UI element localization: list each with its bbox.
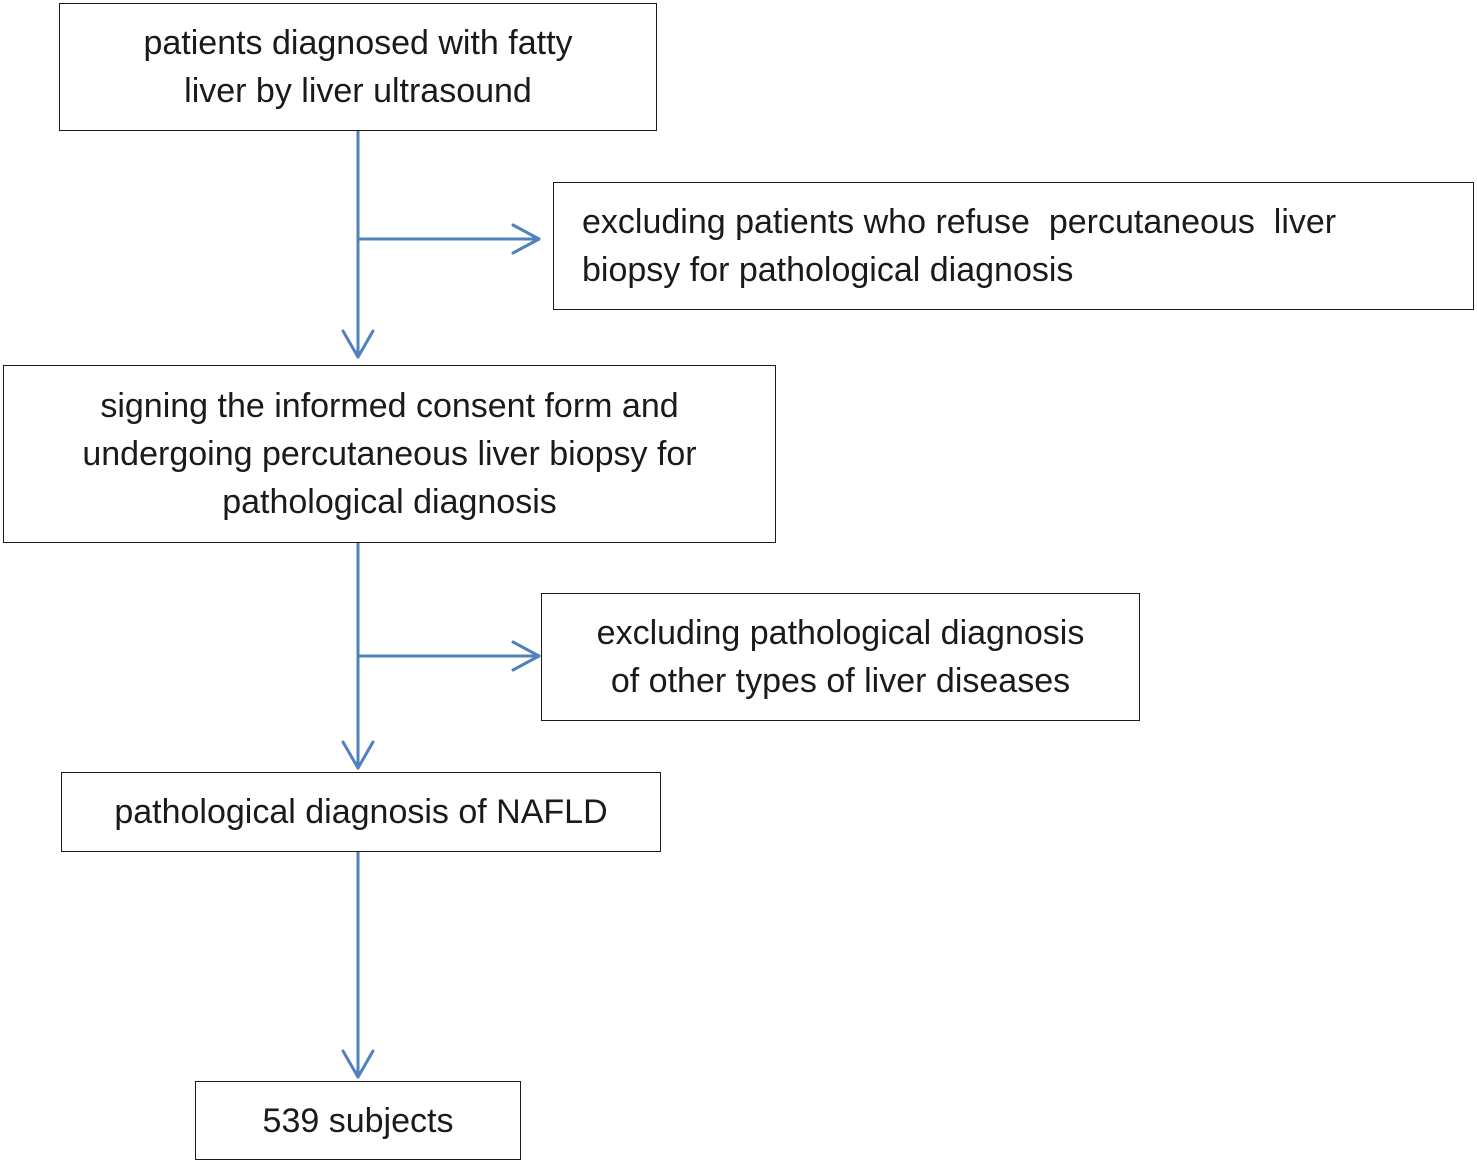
arrow-consent-to-nafld-head bbox=[341, 740, 375, 770]
node-ultrasound-diagnosis: patients diagnosed with fatty liver by l… bbox=[59, 3, 657, 131]
arrow-nafld-to-subjects-head bbox=[341, 1049, 375, 1079]
node-exclude-other-liver-diseases-line-1: excluding pathological diagnosis bbox=[596, 614, 1085, 652]
arrow-ultrasound-to-consent bbox=[341, 129, 375, 359]
node-consent-and-biopsy: signing the informed consent form and un… bbox=[3, 365, 776, 543]
node-subjects-count: 539 subjects bbox=[195, 1081, 521, 1160]
arrow-to-other-liver-diseases-head bbox=[511, 640, 541, 672]
node-ultrasound-diagnosis-line-1: patients diagnosed with fatty bbox=[143, 24, 573, 62]
node-nafld-diagnosis-line-1: pathological diagnosis of NAFLD bbox=[114, 793, 608, 831]
node-consent-and-biopsy-line-3: pathological diagnosis bbox=[222, 483, 557, 521]
node-subjects-count-line-1: 539 subjects bbox=[262, 1101, 454, 1140]
node-exclude-refuse-biopsy-line-2: biopsy for pathological diagnosis bbox=[582, 251, 1074, 289]
arrow-ultrasound-to-consent-head bbox=[341, 329, 375, 359]
node-exclude-other-liver-diseases: excluding pathological diagnosis of othe… bbox=[541, 593, 1140, 721]
arrow-to-refuse-biopsy bbox=[356, 223, 541, 255]
node-exclude-refuse-biopsy-line-1: excluding patients who refuse percutaneo… bbox=[582, 203, 1337, 241]
node-consent-and-biopsy-line-1: signing the informed consent form and bbox=[100, 387, 679, 425]
arrow-to-other-liver-diseases bbox=[356, 640, 541, 672]
node-nafld-diagnosis: pathological diagnosis of NAFLD bbox=[61, 772, 661, 852]
node-ultrasound-diagnosis-line-2: liver by liver ultrasound bbox=[184, 72, 532, 110]
arrow-nafld-to-subjects bbox=[341, 850, 375, 1079]
node-exclude-other-liver-diseases-line-2: of other types of liver diseases bbox=[610, 662, 1071, 700]
node-consent-and-biopsy-line-2: undergoing percutaneous liver biopsy for bbox=[82, 435, 697, 473]
node-exclude-refuse-biopsy: excluding patients who refuse percutaneo… bbox=[553, 182, 1474, 310]
arrow-to-refuse-biopsy-head bbox=[511, 223, 541, 255]
